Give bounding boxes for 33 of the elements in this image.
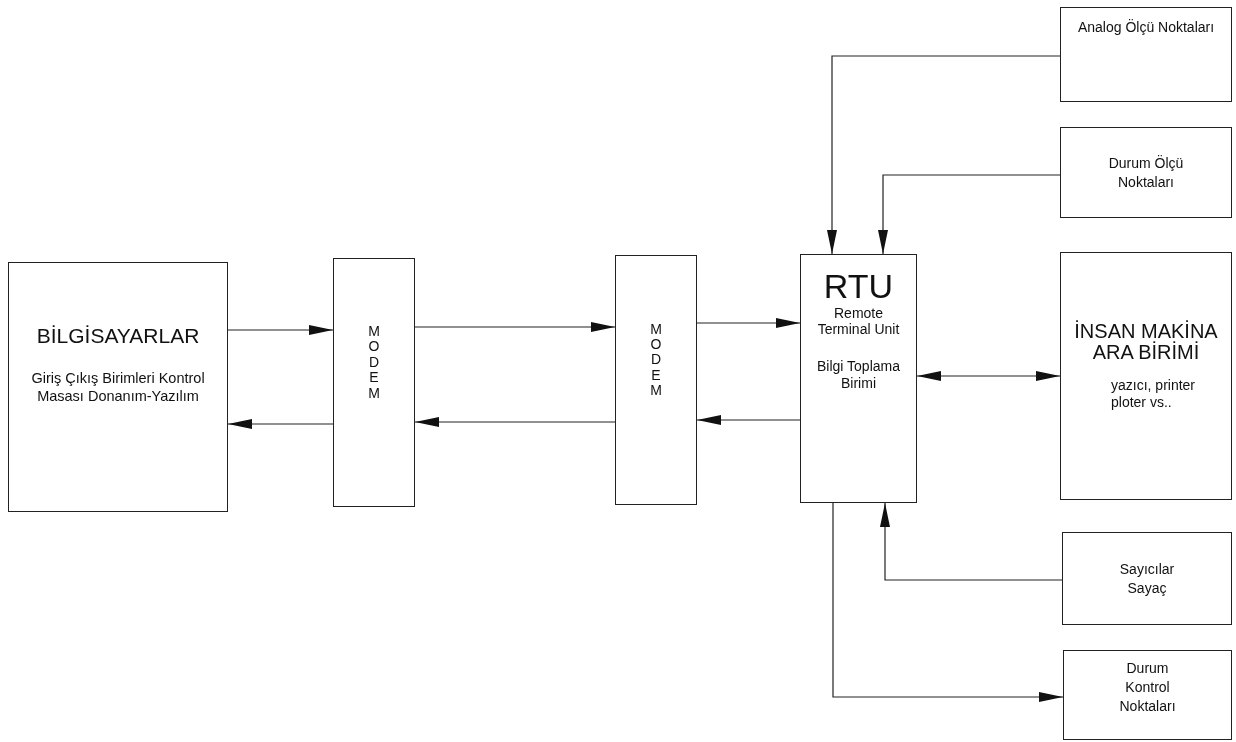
process-box [1060,127,1232,218]
process-box [1060,7,1232,102]
box-body-text: yazıcı, printer ploter vs.. [1111,377,1197,411]
arrow [414,322,616,332]
arrow [916,371,1061,381]
process-box [8,262,228,512]
box-title-text: RTU [823,269,894,305]
process-box [800,254,917,503]
box-title-text: Sayıcılar Sayaç [1118,559,1176,598]
box-title-text: Analog Ölçü Noktaları [1077,18,1215,37]
process-box [615,255,697,505]
arrow [227,325,334,335]
arrow [878,174,1061,255]
arrow [827,55,1061,255]
box-body-text: Remote Terminal Unit [816,304,901,339]
arrow [414,417,616,427]
box-title-text: Durum Ölçü Noktaları [1107,153,1185,192]
process-box [1062,532,1232,625]
arrow [832,502,1064,702]
box-title-text: İNSAN MAKİNA ARA BİRİMİ [1073,321,1219,363]
box-body-text: Giriş Çıkış Birimleri Kontrol Masası Donanım-Yazılım [30,370,206,405]
box-title-text: BİLGİSAYARLAR [36,323,200,349]
arrow [880,502,1063,581]
box-title-text: Durum Kontrol Noktaları [1119,659,1176,716]
arrow [227,419,334,429]
arrow [696,415,801,425]
process-box [333,258,415,507]
process-box [1063,650,1232,740]
process-box [1060,252,1232,500]
box-title-text: MODEM [649,321,663,399]
box-body-text: Bilgi Toplama Birimi [816,358,901,392]
box-title-text: MODEM [367,324,381,401]
arrow [696,318,801,328]
